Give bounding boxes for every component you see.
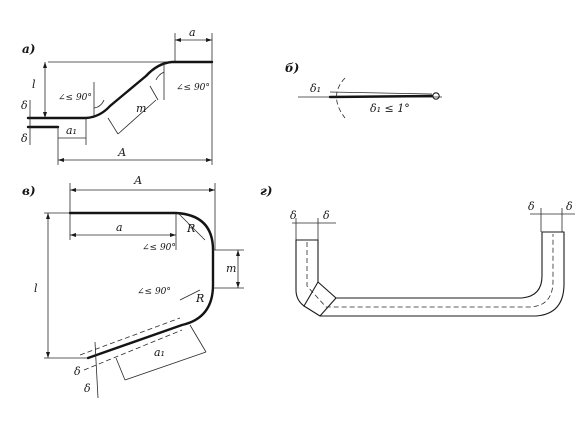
panel-v-dim-a1-line xyxy=(124,351,207,381)
panel-g-label-delta-right1: δ xyxy=(528,200,535,213)
panel-g-caption: г) xyxy=(260,184,272,198)
panel-a-wire-profile xyxy=(26,60,214,120)
panel-v-label-delta2: δ xyxy=(84,382,91,395)
panel-v-arrow xyxy=(46,213,50,219)
panel-g-handle-outer xyxy=(295,231,565,317)
panel-b: б) δ₁ δ₁ ≤ 1° xyxy=(285,61,442,119)
panel-v-arrow xyxy=(46,352,50,358)
panel-a-label-m: т xyxy=(136,102,146,115)
panel-a-arrow xyxy=(206,38,212,42)
panel-a-arrow xyxy=(206,158,212,162)
panel-a-caption: а) xyxy=(22,42,35,56)
panel-g: г) δ δ δ δ xyxy=(260,184,575,317)
panel-v-label-alpha2: ∠≤ 90° xyxy=(137,287,171,297)
panel-a-arrow xyxy=(175,38,181,42)
panel-v-arrow xyxy=(209,188,215,192)
panel-v-delta-dash-1 xyxy=(79,317,181,356)
panel-v-arrow xyxy=(70,233,76,237)
panel-b-label-delta1-limit: δ₁ ≤ 1° xyxy=(370,102,410,115)
panel-b-wire xyxy=(328,94,434,99)
panel-v-radius-line-1 xyxy=(177,212,206,241)
panel-a-dim-m-line xyxy=(117,99,157,135)
panel-g-label-delta-right2: δ xyxy=(566,200,573,213)
panel-a-label-delta-2: δ xyxy=(21,132,28,145)
panel-v-label-l: l xyxy=(34,282,38,295)
panel-v-caption: в) xyxy=(22,184,36,198)
panel-b-angle-arc xyxy=(336,77,346,119)
panel-g-label-delta-left2: δ xyxy=(323,209,330,222)
panel-a-label-l: l xyxy=(32,78,36,91)
panel-a-dim-m-ext xyxy=(107,117,119,135)
panel-b-wire-end xyxy=(432,92,440,100)
panel-v-label-a1: а₁ xyxy=(154,346,165,359)
panel-v-label-length: А xyxy=(133,174,142,187)
panel-a-label-a1: а₁ xyxy=(66,124,77,137)
panel-a-label-a: а xyxy=(189,26,196,39)
panel-v-dim-a1-ext xyxy=(115,357,126,381)
panel-a-dim-m-ext-2 xyxy=(149,85,159,101)
panel-a-label-alpha2: ∠≤ 90° xyxy=(176,83,210,93)
panel-v-label-delta1: δ xyxy=(74,365,81,378)
panel-v-label-alpha1: ∠≤ 90° xyxy=(142,243,176,253)
panel-v-label-m: т xyxy=(226,262,236,275)
panel-v: в) А а ∠≤ 90° ∠≤ 90° R R т xyxy=(22,174,244,399)
panel-v-delta-ext xyxy=(94,341,99,399)
panel-a-arrow xyxy=(43,112,47,118)
panel-g-handle-inner xyxy=(317,231,543,299)
panel-g-label-delta-left1: δ xyxy=(290,209,297,222)
panel-a-arrow xyxy=(43,62,47,68)
panel-a-label-length: А xyxy=(117,146,126,159)
panel-a-label-alpha1: ∠≤ 90° xyxy=(58,93,92,103)
panel-v-arrow xyxy=(236,250,240,256)
panel-v-arrow xyxy=(170,233,176,237)
panel-g-centerline xyxy=(306,234,554,308)
panel-v-arrow xyxy=(236,282,240,288)
panel-v-label-a: а xyxy=(116,221,123,234)
panel-a-angle-arc-2 xyxy=(155,71,165,81)
panel-g-bend-edge-2 xyxy=(303,281,319,307)
panel-a: а) а l δ δ а₁ А ∠≤ 90° ∠≤ 90° xyxy=(21,26,214,165)
panel-b-label-delta1: δ₁ xyxy=(310,82,321,95)
panel-b-caption: б) xyxy=(285,61,299,75)
panel-v-label-radius1: R xyxy=(186,222,195,235)
panel-a-angle-arc-1 xyxy=(93,99,105,109)
panel-v-dim-a1-ext-2 xyxy=(189,324,207,353)
panel-a-label-delta: δ xyxy=(21,99,28,112)
panel-a-arrow xyxy=(58,158,64,162)
panel-v-delta-dash-2 xyxy=(83,329,183,371)
panel-v-label-radius2: R xyxy=(195,292,204,305)
panel-v-radius-line-2 xyxy=(179,289,201,301)
panel-b-wire-edge xyxy=(329,91,433,95)
panel-v-arrow xyxy=(70,188,76,192)
